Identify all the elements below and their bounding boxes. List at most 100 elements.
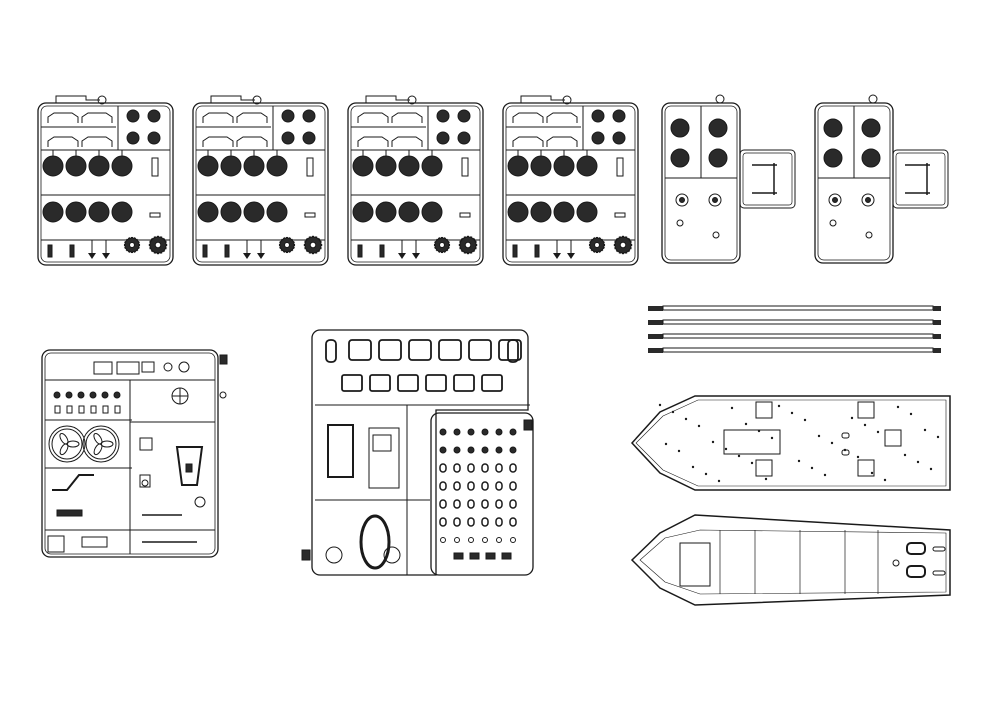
rivet-hole (830, 441, 834, 445)
road-wheel (197, 201, 219, 223)
propeller-guard (82, 425, 120, 463)
handle-part (78, 405, 85, 414)
propeller-blade (59, 432, 69, 445)
rivet-hole (691, 465, 695, 469)
rivet-hole (870, 471, 874, 475)
propeller-blade (59, 443, 69, 456)
rivet-hole (737, 454, 741, 458)
hull-mount (906, 565, 926, 578)
hatch-part (359, 514, 391, 570)
road-wheel (553, 201, 575, 223)
wheel-sprue (347, 95, 484, 266)
idler-hub (679, 197, 685, 203)
window-part (453, 374, 475, 392)
link-part (509, 463, 517, 473)
road-wheel (670, 118, 690, 138)
rivet-hole (744, 422, 748, 426)
rivet-hole (843, 448, 847, 452)
sprue-frame-inner (505, 105, 636, 263)
rivet-hole (724, 447, 728, 451)
sprue-tag (562, 95, 572, 105)
idler-hub (865, 197, 871, 203)
deck-opening (755, 459, 773, 477)
road-wheel (42, 201, 64, 223)
track-guard-part (81, 136, 113, 147)
hull-port (892, 559, 900, 567)
sprocket-open (123, 236, 141, 254)
knob-part (113, 391, 121, 399)
road-wheel (65, 201, 87, 223)
side-frame (892, 149, 949, 209)
rivet-hole (697, 424, 701, 428)
small-part (149, 212, 161, 218)
small-ring (510, 537, 516, 543)
idler-hub (712, 197, 718, 203)
pin-part (676, 219, 684, 227)
sprue-frame (502, 102, 639, 266)
small-wheel (126, 131, 140, 145)
exhaust-pipe (52, 474, 94, 491)
rivet-hole (757, 429, 761, 433)
small-wheel (436, 109, 450, 123)
road-wheel (88, 201, 110, 223)
rod (662, 319, 934, 325)
pin-part (47, 244, 53, 258)
sprue-frame-inner (195, 105, 326, 263)
box-part (139, 437, 153, 451)
rod-grip (648, 348, 663, 353)
knob-part (53, 391, 61, 399)
gear-hub (464, 241, 472, 249)
small-knob (509, 428, 517, 436)
small-part (304, 212, 316, 218)
handle-part (54, 405, 61, 414)
sprue-frame-inner (350, 105, 481, 263)
rivet-hole (684, 417, 688, 421)
small-ring (440, 537, 446, 543)
link-part (495, 463, 503, 473)
small-knob (495, 446, 503, 454)
track-guard-part (202, 112, 234, 123)
window-frame-part (468, 339, 492, 361)
side-frame-inner (895, 152, 946, 206)
small-knob (481, 446, 489, 454)
small-knob (467, 446, 475, 454)
sprue-tab (55, 95, 100, 103)
link-part (453, 517, 461, 527)
small-part (616, 157, 624, 177)
small-wheel (591, 131, 605, 145)
small-sprue (661, 94, 796, 264)
rivet-hole (896, 405, 900, 409)
idler-part (708, 193, 722, 207)
small-knob (453, 428, 461, 436)
tank-part (81, 536, 108, 548)
hull-slot (932, 546, 946, 552)
road-wheel (576, 155, 598, 177)
hull-mount (906, 542, 926, 555)
road-wheel (861, 148, 881, 168)
rivet-hole (803, 418, 807, 422)
rivet-hole (730, 406, 734, 410)
rivet-hole (883, 478, 887, 482)
plate-part (47, 535, 65, 553)
small-wheel (591, 109, 605, 123)
link-part (453, 499, 461, 509)
rivet-hole (923, 428, 927, 432)
sprue-label-block (523, 419, 533, 431)
track-guard-part (202, 136, 234, 147)
small-part (614, 212, 626, 218)
small-wheel (281, 131, 295, 145)
deck-opening (884, 429, 902, 447)
arrow-head (257, 253, 265, 259)
propeller-blade (66, 440, 80, 448)
gear-hub (309, 241, 317, 249)
idler-part (828, 193, 842, 207)
sprocket-open (278, 236, 296, 254)
small-sprue (814, 94, 949, 264)
rod-end (933, 334, 941, 339)
link-part (509, 499, 517, 509)
sprue-tag (868, 94, 878, 104)
sprue-tag (252, 95, 262, 105)
sprue-tag (219, 391, 227, 399)
road-wheel (111, 201, 133, 223)
pin-part (865, 231, 873, 239)
